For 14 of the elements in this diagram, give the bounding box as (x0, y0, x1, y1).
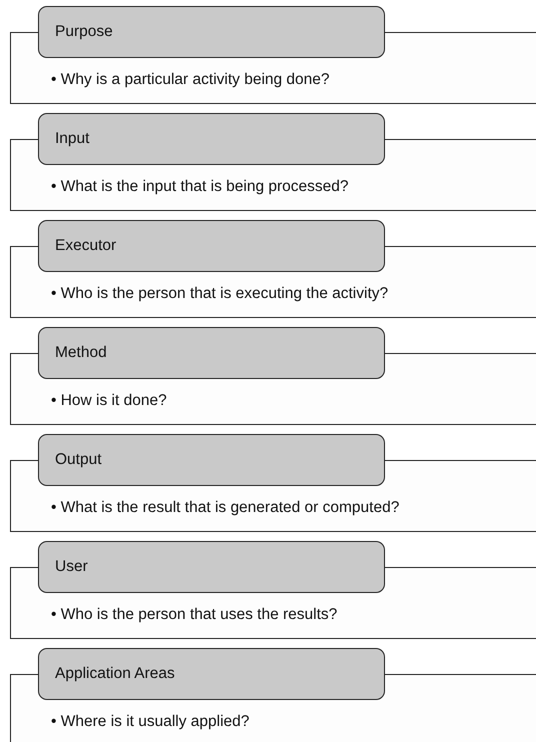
bullet-text: • What is the result that is generated or computed? (51, 499, 400, 517)
heading-box: Input (38, 113, 385, 165)
heading-box: Purpose (38, 6, 385, 58)
heading-box: Method (38, 327, 385, 379)
bullet-text: • What is the input that is being processed? (51, 178, 349, 196)
bullet-text: • Who is the person that is executing the activity? (51, 285, 388, 303)
heading-box: Output (38, 434, 385, 486)
bullet-text: • Where is it usually applied? (51, 713, 250, 731)
bullet-text: • Why is a particular activity being done? (51, 71, 330, 89)
heading-box: User (38, 541, 385, 593)
bullet-text: • How is it done? (51, 392, 167, 410)
bullet-text: • Who is the person that uses the results? (51, 606, 338, 624)
heading-box: Executor (38, 220, 385, 272)
heading-box: Application Areas (38, 648, 385, 700)
